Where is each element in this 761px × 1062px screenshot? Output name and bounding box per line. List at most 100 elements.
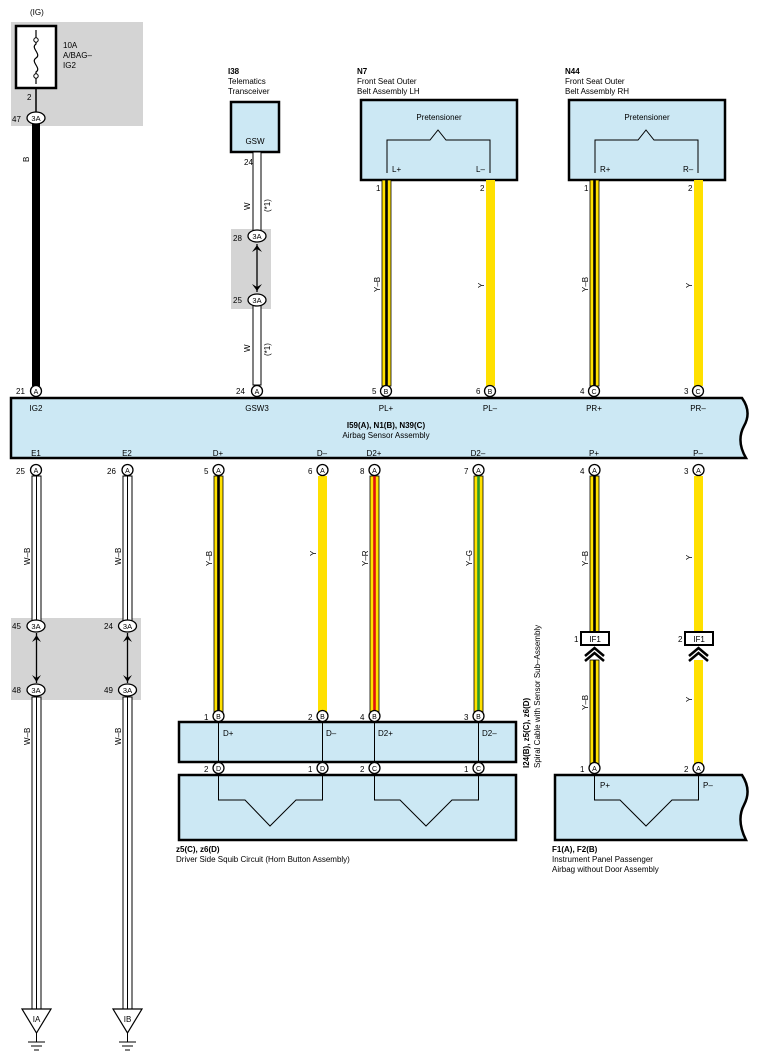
connector-letter: A [34,389,39,396]
arrow-down-icon [32,675,41,682]
n7-line2: Belt Assembly LH [357,87,420,96]
wire-label-wb2: W–B [114,548,123,565]
pin-sp2: 2 [308,713,313,722]
junction-connector: 3A [117,619,138,633]
pin-j45: 45 [12,622,21,631]
spiral-pin-d-plus: D+ [223,729,234,738]
connector-letter: A [216,468,221,475]
pin-b8: 8 [360,467,365,476]
pin-connector: C [368,761,381,775]
fuse-rating: 10A [63,41,78,50]
wire-label-y5: Y [685,696,694,702]
connector-letter: 3A [123,686,132,695]
connector-letter: 3A [123,622,132,631]
connector-letter: A [696,468,701,475]
connector-letter: 3A [31,686,40,695]
pin-connector: C [472,761,485,775]
connector-letter: A [592,468,597,475]
arrow-up-icon [252,245,262,252]
arrow-down-icon [123,675,132,682]
wire-label-yb1: Y–B [373,277,382,292]
connector-letter: 3A [252,232,261,241]
pin-sq2: 2 [204,765,209,774]
n7-code: N7 [357,67,368,76]
i38-box [229,100,281,154]
pin-fuse-out: 2 [27,93,32,102]
n7-line1: Front Seat Outer [357,77,417,86]
i38-line1: Telematics [228,77,266,86]
pin-e21: 21 [16,387,25,396]
ecu-pin-p-minus: P– [693,449,703,458]
ecu-box [9,396,749,460]
pin-connector: B [379,384,393,398]
pin-connector: A [316,463,329,477]
pin-connector: B [212,709,225,723]
wire-label-y1: Y [477,282,486,288]
ecu-pin-d2-minus: D2– [471,449,486,458]
ecu-pin-pl-plus: PL+ [379,404,394,413]
chevron-up-icon [688,646,709,662]
pin-e3: 3 [684,387,689,396]
pin-b7: 7 [464,467,469,476]
wire-yb-d-plus [213,475,224,715]
pin-sp1: 1 [204,713,209,722]
squib-name: Driver Side Squib Circuit (Horn Button A… [176,855,350,864]
pin-connector: A [472,463,485,477]
spiral-code: I24(B), z5(C), z6(D) [522,697,531,768]
pin-b4: 4 [580,467,585,476]
pin-sp4: 4 [360,713,365,722]
ecu-pin-d-plus: D+ [213,449,224,458]
wire-yb-p-plus [589,475,600,769]
pin-b6: 6 [308,467,313,476]
pin-n7-2: 2 [480,184,485,193]
pin-pa1: 1 [580,765,585,774]
n44-pin-a: R+ [600,165,611,174]
connector-letter: D [216,766,221,773]
wire-yb-pr-plus [589,179,600,387]
pin-gsw-out: 24 [244,158,253,167]
wire-label-yb5: Y–B [581,695,590,710]
ecu-code: I59(A), N1(B), N39(C) [347,421,426,430]
junction-connector: 3A [247,293,267,307]
squib-box [177,773,518,842]
pin-b5: 5 [204,467,209,476]
pin-b26: 26 [107,467,116,476]
connector-letter: C [476,766,481,773]
wire-y-pr-minus [694,180,703,386]
wire-b [32,124,40,386]
pin-connector: B [316,709,329,723]
wire-label-yb2: Y–B [581,277,590,292]
junction-connector: 3A [26,111,46,125]
pin-sq2b: 2 [360,765,365,774]
pin-n7-1: 1 [376,184,381,193]
pin-connector: A [588,761,601,775]
connector-letter: B [488,389,493,396]
n7-box [359,98,519,182]
connector-letter: D [320,766,325,773]
if1-label-a: IF1 [589,635,601,644]
spiral-box [177,720,518,764]
connector-letter: A [34,468,39,475]
connector-letter: C [372,766,377,773]
pin-sq1b: 1 [464,765,469,774]
spiral-pin-d2-plus: D2+ [378,729,393,738]
pin-b25: 25 [16,467,25,476]
spiral-name: Spiral Cable with Sensor Sub–Assembly [533,625,542,768]
n44-line1: Front Seat Outer [565,77,625,86]
pin-j28: 28 [233,234,242,243]
pin-connector: B [368,709,381,723]
if1-box-a [580,631,610,646]
connector-letter: C [695,389,700,396]
ecu-pin-p-plus: P+ [589,449,599,458]
wire-yg-d2-minus [473,475,484,715]
junction-connector: 3A [26,619,46,633]
connector-letter: A [125,468,130,475]
arrow-down-icon [252,284,262,291]
pin-connector: B [483,384,497,398]
pin-connector: A [29,463,43,477]
ground-ia-icon [20,1008,53,1051]
wire-y-pl-minus [486,180,495,386]
wire-label-yb4: Y–B [581,551,590,566]
n44-line2: Belt Assembly RH [565,87,629,96]
